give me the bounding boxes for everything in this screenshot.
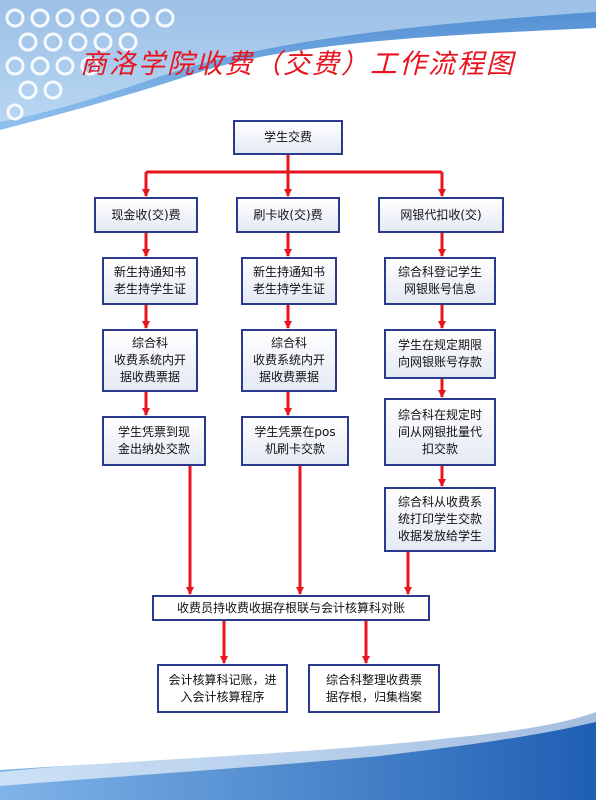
card-step-2: 综合科 收费系统内开 据收费票据 — [241, 329, 337, 392]
cash-payment-node: 现金收(交)费 — [94, 197, 198, 233]
bottom-wave-light — [0, 708, 596, 786]
card-step-3: 学生凭票在pos 机刷卡交款 — [241, 416, 349, 466]
circle-pattern — [5, 8, 175, 121]
online-step-4: 综合科从收费系 统打印学生交款 收据发放给学生 — [384, 487, 496, 552]
page-title: 商洛学院收费（交费）工作流程图 — [80, 49, 515, 80]
accounting-node: 会计核算科记账，进 入会计核算程序 — [157, 664, 288, 713]
start-node: 学生交费 — [233, 120, 343, 155]
cash-step-3: 学生凭票到现 金出纳处交款 — [102, 416, 206, 466]
online-step-2: 学生在规定期限 向网银账号存款 — [384, 329, 496, 379]
card-payment-node: 刷卡收(交)费 — [236, 197, 340, 233]
cash-step-1: 新生持通知书 老生持学生证 — [102, 257, 198, 305]
online-step-1: 综合科登记学生 网银账号信息 — [384, 257, 496, 305]
online-step-3: 综合科在规定时 间从网银批量代 扣交款 — [384, 398, 496, 466]
online-payment-node: 网银代扣收(交) — [378, 197, 504, 233]
reconcile-node: 收费员持收费收据存根联与会计核算科对账 — [152, 595, 430, 621]
archive-node: 综合科整理收费票 据存根，归集档案 — [308, 664, 440, 713]
top-wave-light — [0, 0, 596, 122]
card-step-1: 新生持通知书 老生持学生证 — [241, 257, 337, 305]
cash-step-2: 综合科 收费系统内开 据收费票据 — [102, 329, 198, 392]
